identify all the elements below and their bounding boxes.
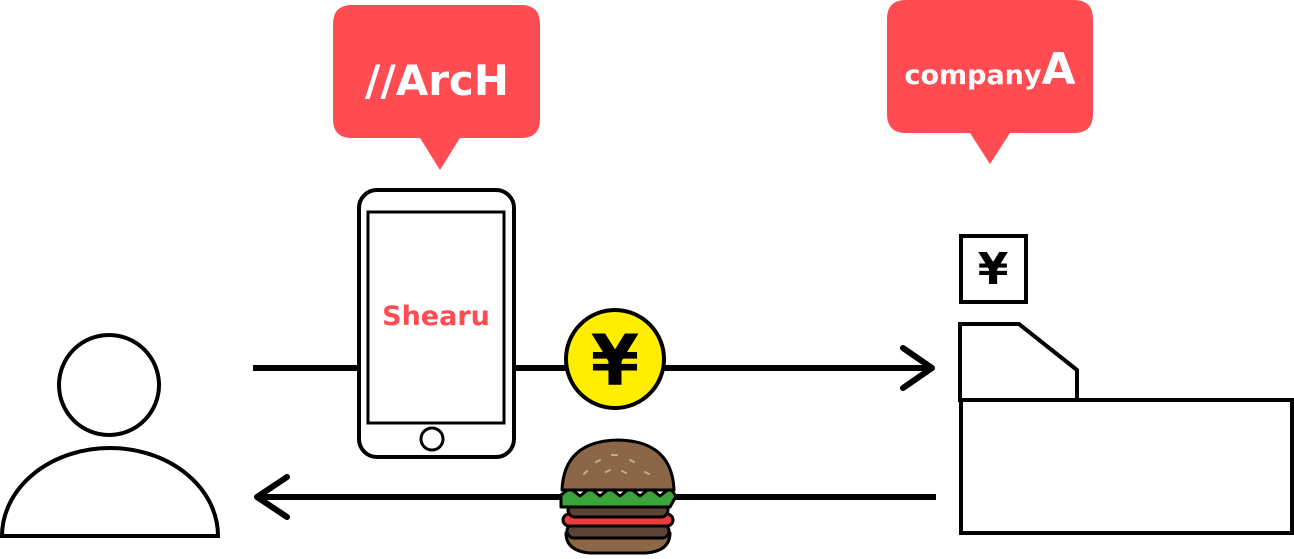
- company-speech-bubble: companyA: [887, 0, 1093, 164]
- arch-speech-bubble: //ArcH: [333, 5, 540, 170]
- arch-bubble-shape: [333, 5, 540, 170]
- burger-sesame-seeds: [583, 454, 650, 475]
- register-display: [959, 234, 1028, 304]
- burger-top-bun: [560, 438, 676, 492]
- yen-coin-icon: ¥: [564, 308, 666, 410]
- cash-register-icon: ¥: [958, 234, 1294, 535]
- hamburger-icon: [559, 438, 678, 555]
- smartphone-icon: Shearu: [357, 188, 516, 459]
- register-display-symbol: ¥: [978, 244, 1009, 295]
- company-label-main: company: [904, 60, 1041, 91]
- company-bubble-shape: [887, 0, 1093, 164]
- person-head: [57, 333, 161, 437]
- yen-coin-symbol: ¥: [591, 320, 640, 402]
- goods-arrow-head: [254, 474, 290, 520]
- arch-bubble-label: //ArcH: [365, 56, 509, 105]
- person-body: [0, 446, 221, 538]
- burger-lettuce: [559, 486, 678, 509]
- phone-screen: [366, 210, 506, 425]
- phone-app-name: Shearu: [382, 301, 490, 332]
- register-base: [959, 398, 1294, 535]
- yen-coin-disc: [564, 308, 666, 410]
- phone-home-button: [419, 426, 445, 452]
- register-top: [958, 322, 1079, 402]
- payment-arrow-head: [900, 345, 935, 391]
- company-bubble-label: companyA: [904, 44, 1075, 95]
- company-label-accent: A: [1042, 44, 1076, 95]
- person-icon: [0, 333, 221, 538]
